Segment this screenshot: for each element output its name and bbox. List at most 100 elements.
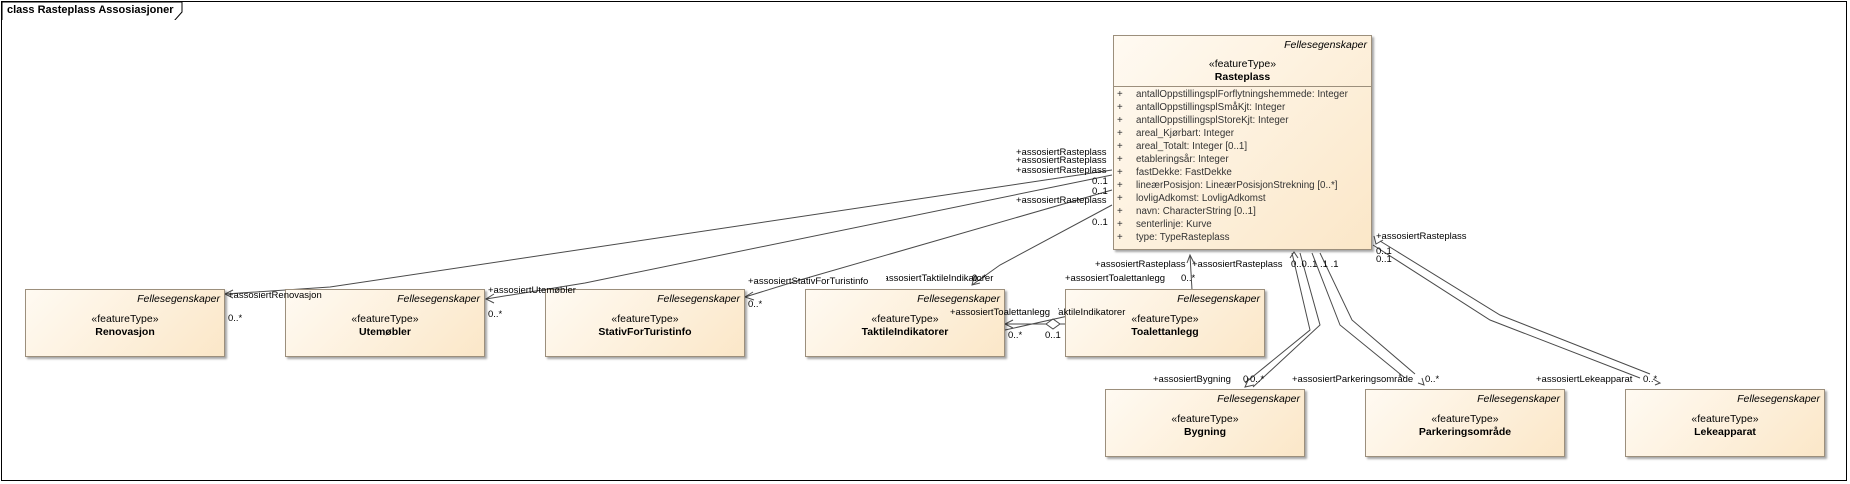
arrow-parkering bbox=[1417, 377, 1425, 386]
stereotype-label: «featureType» bbox=[611, 313, 679, 325]
class-utemobler[interactable]: Fellesegenskaper «featureType» Utemøbler bbox=[285, 289, 485, 357]
attribute-row: + areal_Kjørbart: Integer bbox=[1114, 127, 1371, 140]
role-label-rasteplass-right: +assosiertRasteplass bbox=[1376, 231, 1467, 242]
multiplicity-label-right-1: 0..1 bbox=[1376, 246, 1392, 257]
multiplicity-label-stativ: 0..* bbox=[748, 299, 763, 310]
class-taktileindikatorer[interactable]: Fellesegenskaper «featureType» TaktileIn… bbox=[805, 289, 1005, 357]
attribute-row: + areal_Totalt: Integer [0..1] bbox=[1114, 140, 1371, 153]
arrow-renovasjon bbox=[223, 289, 234, 299]
role-label-rasteplass-2: +assosiertRasteplass bbox=[1016, 155, 1107, 166]
attribute-row: +antallOppstillingsplSmåKjt: Integer bbox=[1114, 101, 1371, 114]
arrow-bygning bbox=[1244, 377, 1255, 388]
role-label-rasteplass-toalett: +assosiertRasteplass bbox=[1095, 259, 1186, 270]
attribute-visibility: + bbox=[1117, 89, 1123, 100]
role-label-rasteplass-bygning: +assosiertRasteplass bbox=[1192, 259, 1283, 270]
attribute-row: + senterlinje: Kurve bbox=[1114, 218, 1371, 231]
assoc-line-taktile-toalett-2 bbox=[1004, 315, 1069, 331]
stereotype-label: «featureType» bbox=[1171, 413, 1239, 425]
class-name: Toalettanlegg bbox=[1131, 326, 1199, 338]
assoc-line-utemobler bbox=[485, 174, 1113, 300]
arrow-toalett-up bbox=[1186, 253, 1195, 264]
class-stativfortouristinfo[interactable]: Fellesegenskaper «featureType» StativFor… bbox=[545, 289, 745, 357]
assoc-line-bygning-a bbox=[1244, 252, 1311, 384]
stereotype-label: «featureType» bbox=[1691, 413, 1759, 425]
attribute-text: type: TypeRasteplass bbox=[1136, 232, 1230, 243]
attribute-row: + navn: CharacterString [0..1] bbox=[1114, 205, 1371, 218]
attribute-row: + fastDekke: FastDekke bbox=[1114, 166, 1371, 179]
attribute-text: senterlinje: Kurve bbox=[1136, 219, 1212, 230]
attribute-text: antallOppstillingsplSmåKjt: Integer bbox=[1136, 102, 1286, 113]
attribute-visibility: + bbox=[1117, 206, 1123, 217]
class-renovasjon[interactable]: Fellesegenskaper «featureType» Renovasjo… bbox=[25, 289, 225, 357]
role-label-rasteplass-4: +assosiertRasteplass bbox=[1016, 195, 1107, 206]
multiplicity-label-utemobler: 0..* bbox=[488, 309, 503, 320]
assoc-line-renovasjon bbox=[224, 169, 1113, 295]
arrow-rasteplass-bottom bbox=[1289, 251, 1299, 259]
attribute-visibility: + bbox=[1117, 167, 1123, 178]
attribute-visibility: + bbox=[1117, 232, 1123, 243]
attribute-row: +antallOppstillingsplStoreKjt: Integer bbox=[1114, 114, 1371, 127]
multiplicity-label-bygning: 0..* bbox=[1250, 374, 1265, 385]
arrow-lekeapparat bbox=[1652, 378, 1662, 386]
role-label-taktile-aggregation: +assosiertTaktileIndikatorer bbox=[1010, 307, 1126, 318]
attribute-text: areal_Totalt: Integer [0..1] bbox=[1136, 141, 1248, 152]
role-label-rasteplass-3: +assosiertRasteplass bbox=[1016, 165, 1107, 176]
attribute-row: + type: TypeRasteplass bbox=[1114, 231, 1371, 244]
multiplicity-label-right-2: 0..1 bbox=[1376, 254, 1392, 265]
assoc-line-lekeapparat-b bbox=[1379, 240, 1651, 375]
attribute-visibility: + bbox=[1117, 128, 1123, 139]
multiplicity-label-toalett: 0..* bbox=[1181, 273, 1196, 284]
attribute-text: antallOppstillingsplForflytningshemmede:… bbox=[1136, 89, 1348, 100]
package-label: Fellesegenskaper bbox=[1217, 393, 1300, 405]
role-label-rasteplass-1: +assosiertRasteplass bbox=[1016, 147, 1107, 158]
package-label: Fellesegenskaper bbox=[917, 293, 1000, 305]
stereotype-label: «featureType» bbox=[1131, 313, 1199, 325]
class-name: Lekeapparat bbox=[1694, 426, 1756, 438]
attribute-row: +etableringsår: Integer bbox=[1114, 153, 1371, 166]
role-label-parkering: +assosiertParkeringsområde bbox=[1292, 374, 1414, 385]
class-toalettanlegg[interactable]: Fellesegenskaper «featureType» Toalettan… bbox=[1065, 289, 1265, 357]
attribute-text: antallOppstillingsplStoreKjt: Integer bbox=[1136, 115, 1289, 126]
attribute-text: lineærPosisjon: LineærPosisjonStrekning … bbox=[1136, 180, 1338, 191]
assoc-line-parkering-b bbox=[1319, 252, 1416, 375]
assoc-line-stativ bbox=[744, 189, 1113, 298]
attribute-text: areal_Kjørbart: Integer bbox=[1136, 128, 1235, 139]
class-bygning[interactable]: Fellesegenskaper «featureType» Bygning bbox=[1105, 389, 1305, 457]
multiplicity-label-top-1: 0..1 bbox=[1092, 176, 1108, 187]
class-lekeapparat[interactable]: Fellesegenskaper «featureType» Lekeappar… bbox=[1625, 389, 1825, 457]
assoc-line-lekeapparat-a bbox=[1372, 244, 1641, 379]
class-name: TaktileIndikatorer bbox=[861, 326, 949, 338]
attribute-row: +lineærPosisjon: LineærPosisjonStrekning… bbox=[1114, 179, 1371, 192]
class-parkeringsomrade[interactable]: Fellesegenskaper «featureType» Parkering… bbox=[1365, 389, 1565, 457]
package-label: Fellesegenskaper bbox=[1284, 39, 1367, 51]
class-rasteplass[interactable]: Fellesegenskaper «featureType» Rasteplas… bbox=[1113, 35, 1372, 250]
attribute-text: fastDekke: FastDekke bbox=[1136, 167, 1232, 178]
class-name: Bygning bbox=[1184, 426, 1226, 438]
package-label: Fellesegenskaper bbox=[1177, 293, 1260, 305]
multiplicity-label-top-3: 0..1 bbox=[1092, 217, 1108, 228]
multiplicity-label-agg-right: 0..1 bbox=[1045, 330, 1061, 341]
role-label-utemobler: +assosiertUtemøbler bbox=[488, 285, 576, 296]
attribute-visibility: + bbox=[1117, 219, 1123, 230]
attribute-visibility: + bbox=[1117, 154, 1123, 165]
assoc-line-taktile bbox=[971, 204, 1113, 286]
arrow-rasteplass-right bbox=[1373, 235, 1384, 245]
role-label-bygning: +assosiertBygning bbox=[1153, 374, 1231, 385]
multiplicity-label-agg-left: 0..* bbox=[1008, 330, 1023, 341]
attribute-visibility: + bbox=[1117, 193, 1123, 204]
attribute-text: navn: CharacterString [0..1] bbox=[1136, 206, 1256, 217]
stereotype-label: «featureType» bbox=[871, 313, 939, 325]
role-label-renovasjon: +assosiertRenovasjon bbox=[228, 290, 322, 301]
package-label: Fellesegenskaper bbox=[657, 293, 740, 305]
arrow-stativ bbox=[743, 291, 755, 301]
arrow-taktile bbox=[971, 276, 981, 286]
assoc-line-parkering-a bbox=[1311, 252, 1406, 379]
role-label-toalett: +assosiertToalettanlegg bbox=[1065, 273, 1166, 284]
attribute-text: lovligAdkomst: LovligAdkomst bbox=[1136, 193, 1266, 204]
role-label-stativ: +assosiertStativForTuristinfo bbox=[748, 276, 869, 287]
multiplicity-labels-bottom: 0..0..1 .1 .1 bbox=[1291, 259, 1339, 270]
attribute-visibility: + bbox=[1117, 141, 1123, 152]
frame-tab bbox=[2, 2, 183, 20]
arrow-agg-left bbox=[1003, 319, 1014, 329]
